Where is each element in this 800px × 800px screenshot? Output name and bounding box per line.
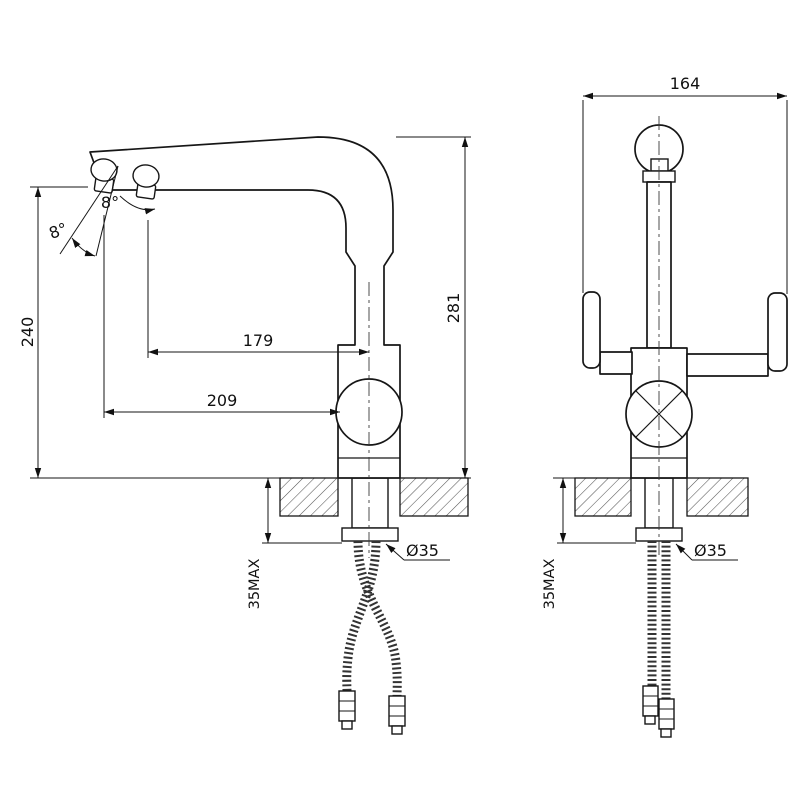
mounting-shank-side bbox=[341, 477, 399, 542]
dim-reach-179: 179 bbox=[147, 220, 369, 358]
dim-deck-thickness-side: 35MAX bbox=[247, 477, 342, 610]
dim-height-240: 240 bbox=[18, 186, 282, 479]
deck-thickness-label-front: 35MAX bbox=[542, 559, 558, 610]
left-handle bbox=[582, 291, 633, 375]
hole-diameter-label-front: Ø35 bbox=[694, 541, 727, 560]
faucet-side-profile bbox=[89, 136, 403, 558]
angle-label-outlet: 8° bbox=[46, 219, 70, 243]
spout-aerators bbox=[90, 158, 160, 200]
hose-end-nut bbox=[388, 695, 406, 735]
deck-thickness-label-side: 35MAX bbox=[247, 559, 263, 610]
hole-diameter-label-side: Ø35 bbox=[406, 541, 439, 560]
dim-label-164: 164 bbox=[670, 74, 701, 93]
front-view: 164 35MAX Ø35 bbox=[542, 74, 788, 738]
hose-end-nut bbox=[658, 698, 675, 738]
dim-reach-209: 209 bbox=[103, 215, 340, 418]
faucet-front-profile bbox=[582, 116, 788, 558]
supply-hoses-side bbox=[338, 540, 406, 735]
dim-height-281: 281 bbox=[396, 136, 471, 479]
angle-annotation-outlet: 8° bbox=[46, 165, 119, 257]
hose-end-nut bbox=[338, 690, 356, 730]
hose-end-nut bbox=[642, 685, 659, 725]
side-view: 8° 8° 240 281 179 bbox=[18, 136, 471, 735]
dim-label-281: 281 bbox=[444, 293, 463, 324]
dim-label-179: 179 bbox=[243, 331, 274, 350]
supply-hoses-front bbox=[642, 541, 675, 738]
angle-label-tip: 8° bbox=[101, 193, 119, 212]
angle-annotation-tip: 8° bbox=[101, 193, 156, 215]
counter-slab-side bbox=[279, 477, 469, 517]
right-handle bbox=[686, 292, 788, 377]
counter-slab-front bbox=[574, 477, 749, 517]
dim-label-209: 209 bbox=[207, 391, 238, 410]
hole-diameter-callout-side: Ø35 bbox=[385, 541, 450, 561]
dim-label-240: 240 bbox=[18, 317, 37, 348]
hole-diameter-callout-front: Ø35 bbox=[675, 541, 738, 561]
dim-width-164: 164 bbox=[582, 74, 788, 294]
dim-deck-thickness-front: 35MAX bbox=[542, 477, 636, 610]
